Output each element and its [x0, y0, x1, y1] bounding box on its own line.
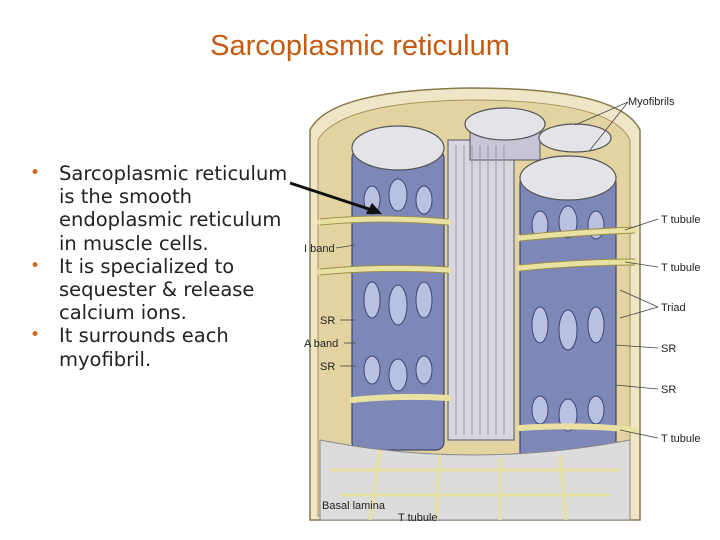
a-band-striations: [455, 145, 505, 435]
label-i-band: I band: [304, 243, 335, 255]
label-sr-1: SR: [320, 315, 335, 327]
bullet-list: • Sarcoplasmic reticulum is the smooth en…: [30, 162, 300, 371]
label-leaders: [335, 101, 659, 439]
label-triad: Triad: [661, 302, 686, 314]
bullet-text: Sarcoplasmic reticulum is the smooth end…: [59, 162, 288, 255]
sr-fenestrations-left: [363, 178, 433, 392]
bullet-icon: •: [30, 163, 41, 183]
bullet-text: It is specialized to sequester & release…: [59, 254, 255, 325]
t-tubule-edges: [319, 215, 636, 276]
t-tubules: [317, 216, 638, 433]
slide-title: Sarcoplasmic reticulum: [210, 30, 510, 62]
label-sr-4: SR: [661, 384, 676, 396]
bottom-mesh: [330, 449, 620, 521]
label-t-tubule-4: T tubule: [398, 512, 438, 524]
sr-fenestrations-right: [531, 205, 605, 432]
label-myofibrils: Myofibrils: [628, 96, 675, 108]
pointer-arrow: [289, 181, 382, 214]
bullet-icon: •: [30, 255, 41, 276]
bullet-item: • It is specialized to sequester & releas…: [30, 255, 300, 325]
label-basal-lamina: Basal lamina: [322, 500, 386, 512]
label-t-tubule-1: T tubule: [661, 214, 701, 226]
bottom-cross-section: [319, 439, 631, 521]
label-t-tubule-3: T tubule: [661, 433, 701, 445]
label-t-tubule-2: T tubule: [661, 262, 701, 274]
bullet-item: • Sarcoplasmic reticulum is the smooth en…: [30, 162, 300, 255]
bullet-item: • It surrounds each myofibril.: [30, 324, 300, 370]
label-sr-2: SR: [320, 361, 335, 373]
label-a-band: A band: [304, 338, 338, 350]
myofibril-ends: [351, 107, 617, 201]
myofibril-column-center: [447, 139, 515, 441]
bullet-text: It surrounds each myofibril.: [59, 324, 229, 371]
label-sr-3: SR: [661, 343, 676, 355]
bullet-icon: •: [30, 325, 41, 346]
